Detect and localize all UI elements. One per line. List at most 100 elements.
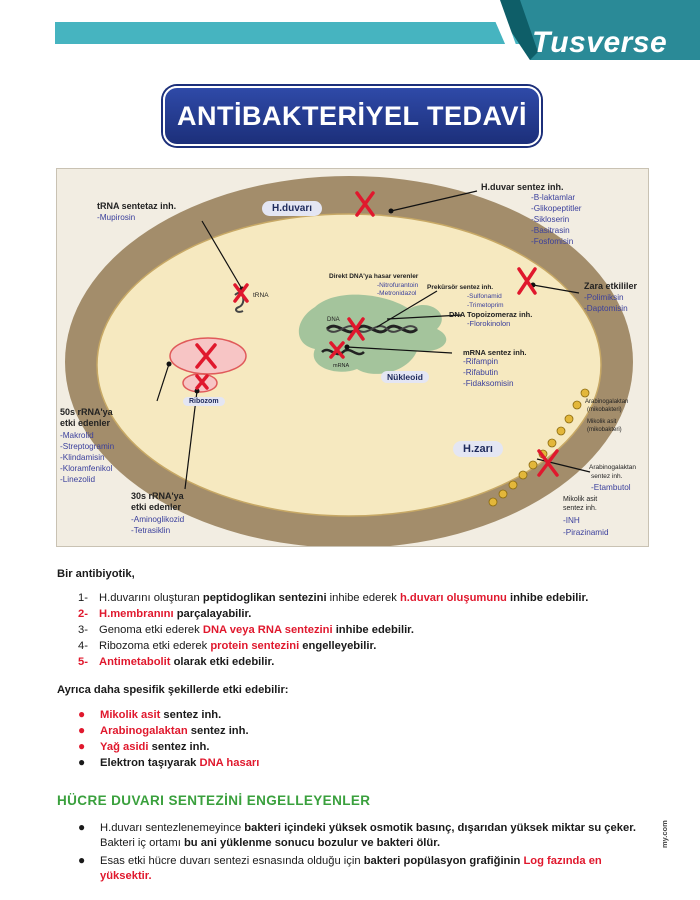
- brand-logo: Tusverse: [532, 26, 668, 59]
- numbered-item: 3- Genoma etki ederek DNA veya RNA sentez…: [78, 622, 414, 638]
- ribosome-50s-title: etki edenler: [60, 418, 111, 428]
- topoisomerase-title: DNA Topoizomeraz inh.: [449, 310, 533, 319]
- mrna-synthesis-item: -Fidaksomisin: [463, 379, 514, 388]
- ribosome-30s-title: etki edenler: [131, 502, 182, 512]
- section-bullet-continuation: Bakteri iç ortamı bu ani yüklenme sonucu…: [100, 835, 440, 851]
- mycolic-cell-label: (mikobakteri): [587, 427, 622, 433]
- intro-line: Bir antibiyotik,: [57, 568, 135, 580]
- bullet-text: Bakteri iç ortamı: [100, 837, 184, 849]
- item-text: Ribozoma etki ederek: [99, 640, 211, 652]
- cell-diagram: H.duvarı H.zarı Nükleoid Ribozom tRNA DN…: [56, 168, 649, 547]
- mycolic-group-item: -Pirazinamid: [563, 528, 609, 537]
- wall-synthesis-title: H.duvar sentez inh.: [481, 182, 564, 192]
- bullet-bold: bakteri içindeki yüksek osmotik basınç, …: [244, 822, 637, 834]
- item-bold: olarak etki edebilir.: [170, 656, 275, 668]
- specific-item: ●Elektron taşıyarak DNA hasarı: [78, 754, 259, 771]
- ribosome-30s-title: 30s rRNA'ya: [131, 491, 184, 501]
- item-number: 5-: [78, 656, 88, 668]
- wall-synthesis-item: -Basitrasin: [531, 226, 570, 235]
- bullet-icon: ●: [78, 739, 86, 753]
- mrna-synthesis-item: -Rifabutin: [463, 368, 499, 377]
- item-highlight: H.membranını: [99, 608, 174, 620]
- item-number: 4-: [78, 640, 88, 652]
- bullet-highlight: Log fazında en: [523, 855, 602, 867]
- numbered-item: 2- H.membranını parçalayabilir.: [78, 606, 251, 622]
- specific-item: ● Yağ asidi sentez inh.: [78, 738, 209, 755]
- section-bullet-continuation: yüksektir.: [100, 868, 152, 884]
- arabinogalactan-group-item: -Etambutol: [591, 483, 631, 492]
- mycolic-cell-label: Mikolik asit: [587, 419, 617, 425]
- bullet-text: Esas etki hücre duvarı sentezi esnasında…: [100, 855, 364, 867]
- ribosome-30s-item: -Tetrasiklin: [131, 526, 171, 535]
- wall-synthesis-item: -B-laktamlar: [531, 193, 576, 202]
- item-bold: inhibe edebilir.: [506, 592, 589, 604]
- item-highlight: Antimetabolit: [99, 656, 171, 668]
- trna-group-item: -Mupirosin: [97, 213, 136, 222]
- item-bold: engelleyebilir.: [299, 640, 377, 652]
- item-highlight: h.duvarı oluşumunu: [399, 592, 507, 604]
- ribosome-50s-item: -Streptogramin: [60, 442, 115, 451]
- item-number: 2-: [78, 608, 88, 620]
- bullet-highlight: yüksektir.: [100, 870, 152, 882]
- arabinogalactan-group-title: Arabinogalaktan: [589, 464, 636, 471]
- ribosome-50s-item: -Linezolid: [60, 475, 96, 484]
- bullet-icon: ●: [78, 820, 86, 834]
- page-title-box: ANTİBAKTERİYEL TEDAVİ: [163, 86, 541, 146]
- item-bold: peptidoglikan sentezini: [202, 592, 327, 604]
- trna-molecule-label: tRNA: [253, 292, 269, 299]
- item-bold: parçalayabilir.: [173, 608, 252, 620]
- arabinogalactan-group-title: sentez inh.: [591, 473, 623, 480]
- ribosome-50s-item: -Kloramfenikol: [60, 464, 113, 473]
- specific-text: sentez inh.: [160, 709, 222, 721]
- mrna-synthesis-item: -Rifampin: [463, 357, 499, 366]
- ribosome-50s-item: -Klindamisin: [60, 453, 105, 462]
- item-highlight: protein sentezini: [210, 640, 300, 652]
- trna-group-title: tRNA sentetaz inh.: [97, 201, 177, 211]
- precursor-title: Prekürsör sentez inh.: [427, 284, 494, 291]
- section-bullet: ● Esas etki hücre duvarı sentezi esnasınd…: [78, 852, 602, 869]
- brand-banner: [490, 0, 700, 60]
- bullet-icon: ●: [78, 723, 86, 737]
- page-title: ANTİBAKTERİYEL TEDAVİ: [176, 100, 528, 131]
- mycolic-group-title: sentez inh.: [563, 505, 597, 512]
- bullet-icon: ●: [78, 755, 86, 769]
- topoisomerase-item: -Florokinolon: [467, 319, 511, 328]
- specific-highlight: Yağ asidi: [100, 741, 149, 753]
- direct-dna-item: -Nitrofurantoin: [377, 282, 419, 289]
- bullet-icon: ●: [78, 853, 86, 867]
- mycolic-group-item: -INH: [563, 516, 580, 525]
- item-text: inhibe ederek: [326, 592, 400, 604]
- footer-watermark: my.com: [660, 820, 669, 848]
- item-text: H.duvarını oluşturan: [99, 592, 203, 604]
- membrane-agents-title: Zara etkililer: [584, 281, 638, 291]
- precursor-item: -Sulfonamid: [467, 293, 502, 300]
- membrane-agents-item: -Daptomisin: [584, 304, 628, 313]
- item-number: 3-: [78, 624, 88, 636]
- bullet-text: H.duvarı sentezlenemeyince: [100, 822, 245, 834]
- numbered-item: 1-H.duvarını oluşturan peptidoglikan sen…: [78, 590, 588, 606]
- specific-text: sentez inh.: [148, 741, 210, 753]
- ribosome-label: Ribozom: [183, 397, 225, 406]
- numbered-item: 5- Antimetabolit olarak etki edebilir.: [78, 654, 274, 670]
- item-text: Genoma etki ederek: [99, 624, 203, 636]
- dna-molecule-label: DNA: [327, 317, 340, 323]
- ribosome-50s-item: -Makrolid: [60, 431, 94, 440]
- section-heading: HÜCRE DUVARI SENTEZİNİ ENGELLEYENLER: [57, 793, 371, 808]
- bullet-bold: bakteri popülasyon grafiğinin: [363, 855, 524, 867]
- ribosome-50s-title: 50s rRNA'ya: [60, 407, 113, 417]
- wall-synthesis-item: -Sikloserin: [531, 215, 570, 224]
- mycolic-group-title: Mikolik asit: [563, 496, 598, 503]
- arabinogalactan-cell-label: Arabinogalaktan: [585, 399, 629, 405]
- nucleoid-label: Nükleoid: [381, 371, 429, 383]
- inhibition-marks: [195, 191, 559, 477]
- cell-wall-label: H.duvarı: [262, 201, 323, 216]
- wall-synthesis-item: -Fosfomisin: [531, 237, 574, 246]
- specific-item: ●Arabinogalaktan sentez inh.: [78, 722, 249, 739]
- header-band: [55, 22, 525, 44]
- precursor-item: -Trimetoprim: [467, 302, 504, 309]
- ribosome-30s-item: -Aminoglikozid: [131, 515, 185, 524]
- bullet-icon: ●: [78, 707, 86, 721]
- item-highlight: DNA veya RNA sentezini: [202, 624, 333, 636]
- specific-highlight: DNA hasarı: [199, 757, 260, 769]
- arabinogalactan-cell-label: (mikobakteri): [587, 407, 622, 413]
